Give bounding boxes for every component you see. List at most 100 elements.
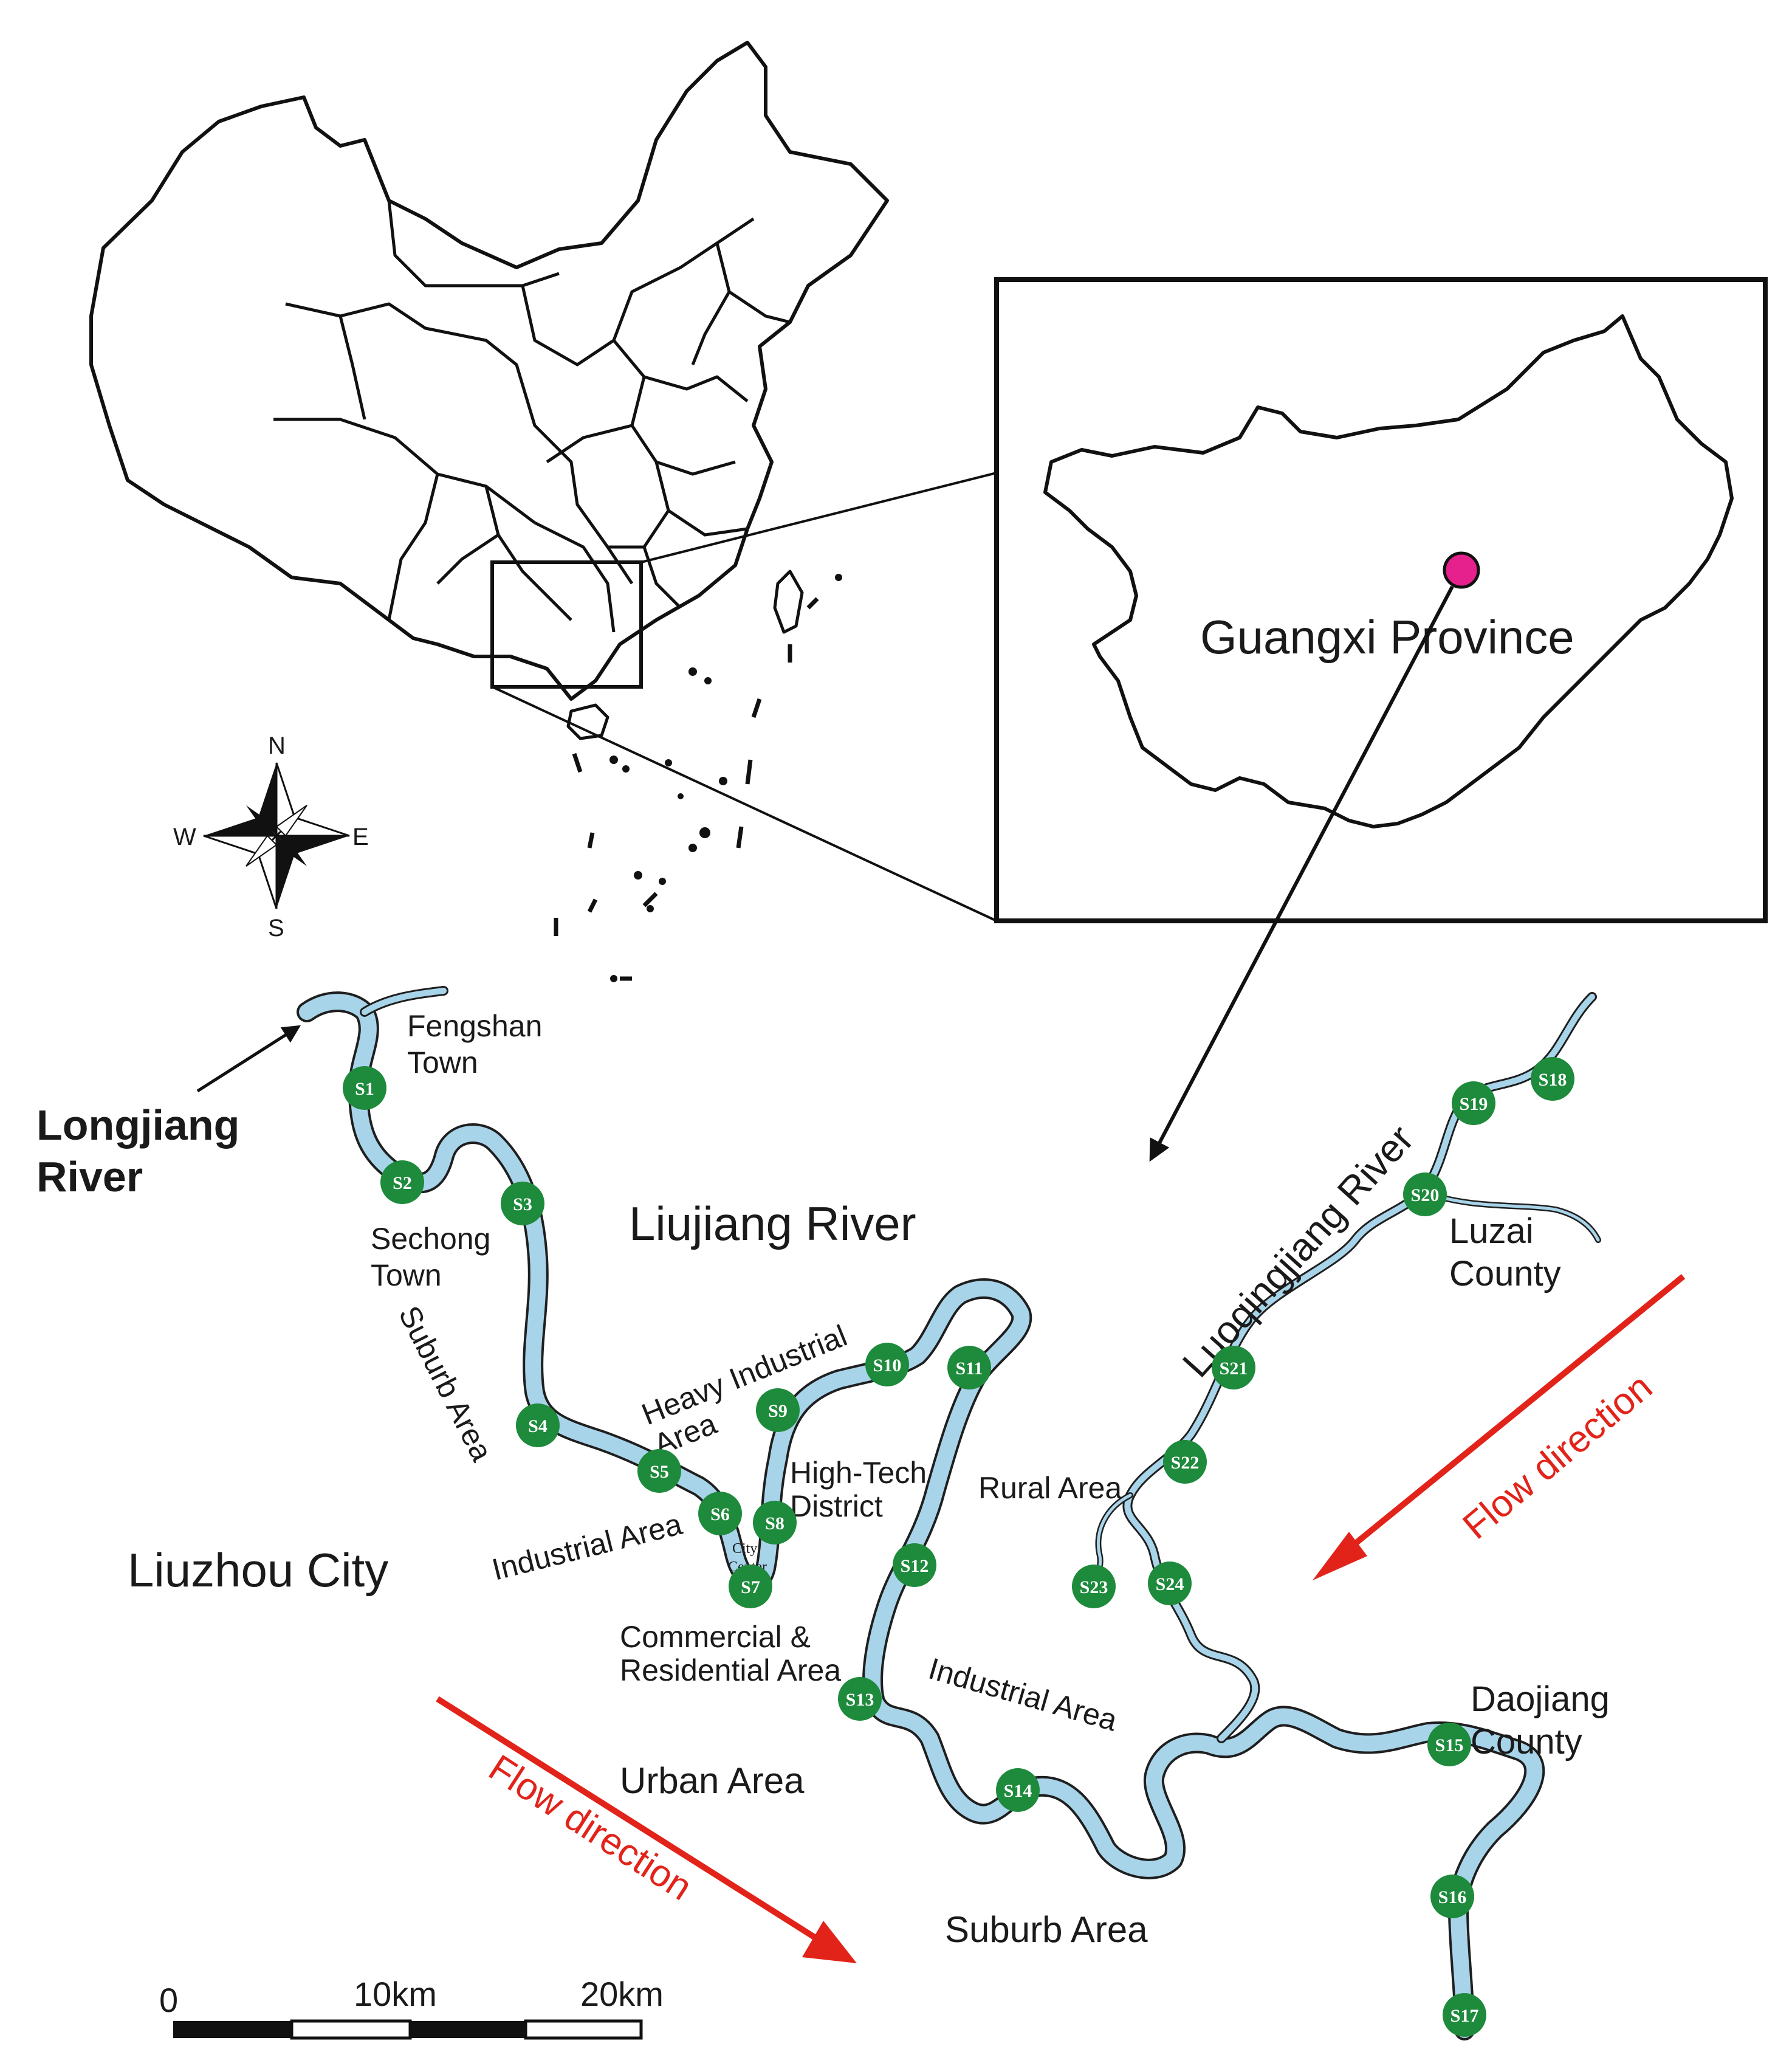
province-borders — [273, 200, 791, 633]
label-longjiang-1: Longjiang — [36, 1101, 239, 1149]
site-marker-s7 — [729, 1565, 772, 1608]
site-label-s24: S24 — [1156, 1574, 1184, 1594]
compass-n: N — [268, 732, 286, 759]
label-fengshan-1: Fengshan — [407, 1009, 542, 1043]
site-marker-s8 — [753, 1501, 797, 1544]
longjiang-headwater-fill — [362, 988, 447, 1015]
label-city-center-1: City — [732, 1541, 757, 1557]
label-high-tech-1: High-Tech — [790, 1456, 927, 1490]
site-marker-s20 — [1403, 1172, 1447, 1216]
site-label-s5: S5 — [650, 1462, 669, 1482]
flow-arrowhead-upper — [1313, 1532, 1367, 1580]
site-label-s23: S23 — [1080, 1577, 1108, 1597]
site-label-s15: S15 — [1435, 1735, 1464, 1755]
site-label-s14: S14 — [1004, 1781, 1032, 1801]
site-label-s2: S2 — [393, 1173, 412, 1193]
label-sechong-2: Town — [371, 1258, 442, 1292]
site-label-s8: S8 — [765, 1513, 784, 1534]
flow-arrow-upper — [1337, 1274, 1686, 1558]
china-overview-map — [89, 41, 889, 982]
site-marker-s16 — [1430, 1875, 1474, 1918]
guangxi-outline — [1043, 314, 1734, 828]
site-marker-s2 — [380, 1160, 424, 1204]
site-marker-s14 — [996, 1768, 1040, 1812]
label-liujiang-river: Liujiang River — [629, 1197, 916, 1250]
guangxi-inset: Guangxi Province — [994, 277, 1768, 923]
china-outline — [89, 41, 889, 701]
label-daojiang-1: Daojiang — [1471, 1679, 1610, 1719]
label-liuzhou-city: Liuzhou City — [128, 1543, 388, 1597]
scale-label-20km: 20km — [580, 1975, 664, 2013]
study-region-box — [490, 560, 643, 689]
site-marker-s9 — [756, 1388, 800, 1432]
site-marker-s12 — [893, 1543, 936, 1587]
longjiang-pointer-arrow — [196, 1025, 301, 1093]
site-marker-s19 — [1452, 1081, 1495, 1125]
hainan-outline — [566, 703, 609, 740]
site-marker-s5 — [637, 1449, 681, 1493]
islands — [609, 574, 842, 982]
site-marker-s15 — [1427, 1723, 1471, 1766]
label-luzai-2: County — [1449, 1254, 1561, 1293]
luzai-branch-fill — [1420, 1190, 1600, 1242]
site-marker-s10 — [865, 1343, 909, 1386]
flow-arrow-lower — [436, 1696, 819, 1942]
label-fengshan-2: Town — [407, 1045, 478, 1079]
site-marker-s17 — [1443, 1993, 1486, 2037]
label-heavy-industrial-1: Heavy Industrial — [637, 1318, 851, 1431]
site-marker-s6 — [698, 1492, 742, 1535]
site-marker-s1 — [343, 1066, 386, 1110]
label-commercial-2: Residential Area — [620, 1653, 841, 1687]
guangxi-province-label: Guangxi Province — [1200, 610, 1574, 664]
site-marker-s4 — [516, 1403, 560, 1447]
site-label-s3: S3 — [513, 1194, 532, 1214]
site-label-s16: S16 — [1438, 1887, 1467, 1907]
site-label-s22: S22 — [1171, 1453, 1200, 1473]
label-longjiang-2: River — [36, 1153, 143, 1200]
label-industrial-area-2: Industrial Area — [925, 1651, 1121, 1738]
label-high-tech-2: District — [790, 1489, 883, 1523]
site-label-s4: S4 — [528, 1416, 548, 1436]
site-label-s1: S1 — [355, 1079, 374, 1099]
site-marker-s18 — [1531, 1057, 1574, 1101]
flow-arrowhead-lower — [802, 1921, 857, 1963]
label-suburb-area-1: Suburb Area — [392, 1301, 499, 1467]
compass-e: E — [352, 824, 369, 850]
compass-w: W — [173, 824, 196, 850]
label-flow-direction-upper: Flow direction — [1455, 1366, 1660, 1548]
site-label-s11: S11 — [955, 1358, 983, 1379]
site-label-s9: S9 — [768, 1401, 788, 1421]
label-luoqingjiang-river: Luoqingjiang River — [1174, 1117, 1422, 1385]
site-label-s18: S18 — [1539, 1070, 1567, 1090]
label-daojiang-2: County — [1471, 1722, 1582, 1761]
south-sea-dash-line — [554, 597, 819, 981]
north-arrow-compass: N S E W — [173, 732, 369, 942]
site-marker-s13 — [838, 1677, 882, 1721]
inset-frame — [994, 277, 1768, 923]
site-label-s21: S21 — [1220, 1358, 1248, 1379]
taiwan-outline — [773, 570, 804, 634]
label-rural-area: Rural Area — [978, 1471, 1122, 1505]
label-luzai-1: Luzai — [1449, 1211, 1534, 1251]
site-label-s20: S20 — [1411, 1185, 1440, 1205]
liujiang-river-fill — [299, 994, 1543, 2038]
scale-label-0: 0 — [159, 1981, 178, 2019]
liuzhou-marker — [1443, 551, 1480, 589]
site-marker-s3 — [501, 1182, 544, 1225]
site-label-s7: S7 — [741, 1577, 760, 1597]
map-labels: Fengshan Town Longjiang River Sechong To… — [36, 1009, 1660, 1950]
site-label-s12: S12 — [901, 1556, 929, 1576]
label-urban-area: Urban Area — [620, 1760, 805, 1801]
label-suburb-area-2: Suburb Area — [945, 1909, 1148, 1950]
site-label-s19: S19 — [1460, 1094, 1488, 1114]
site-label-s10: S10 — [873, 1355, 902, 1376]
scale-label-10km: 10km — [354, 1975, 437, 2013]
flow-arrows — [436, 1274, 1686, 1963]
site-label-s13: S13 — [846, 1690, 874, 1710]
site-label-s17: S17 — [1450, 2006, 1479, 2026]
compass-s: S — [268, 915, 284, 942]
site-marker-s11 — [947, 1346, 991, 1389]
label-industrial-area-1: Industrial Area — [489, 1507, 685, 1587]
